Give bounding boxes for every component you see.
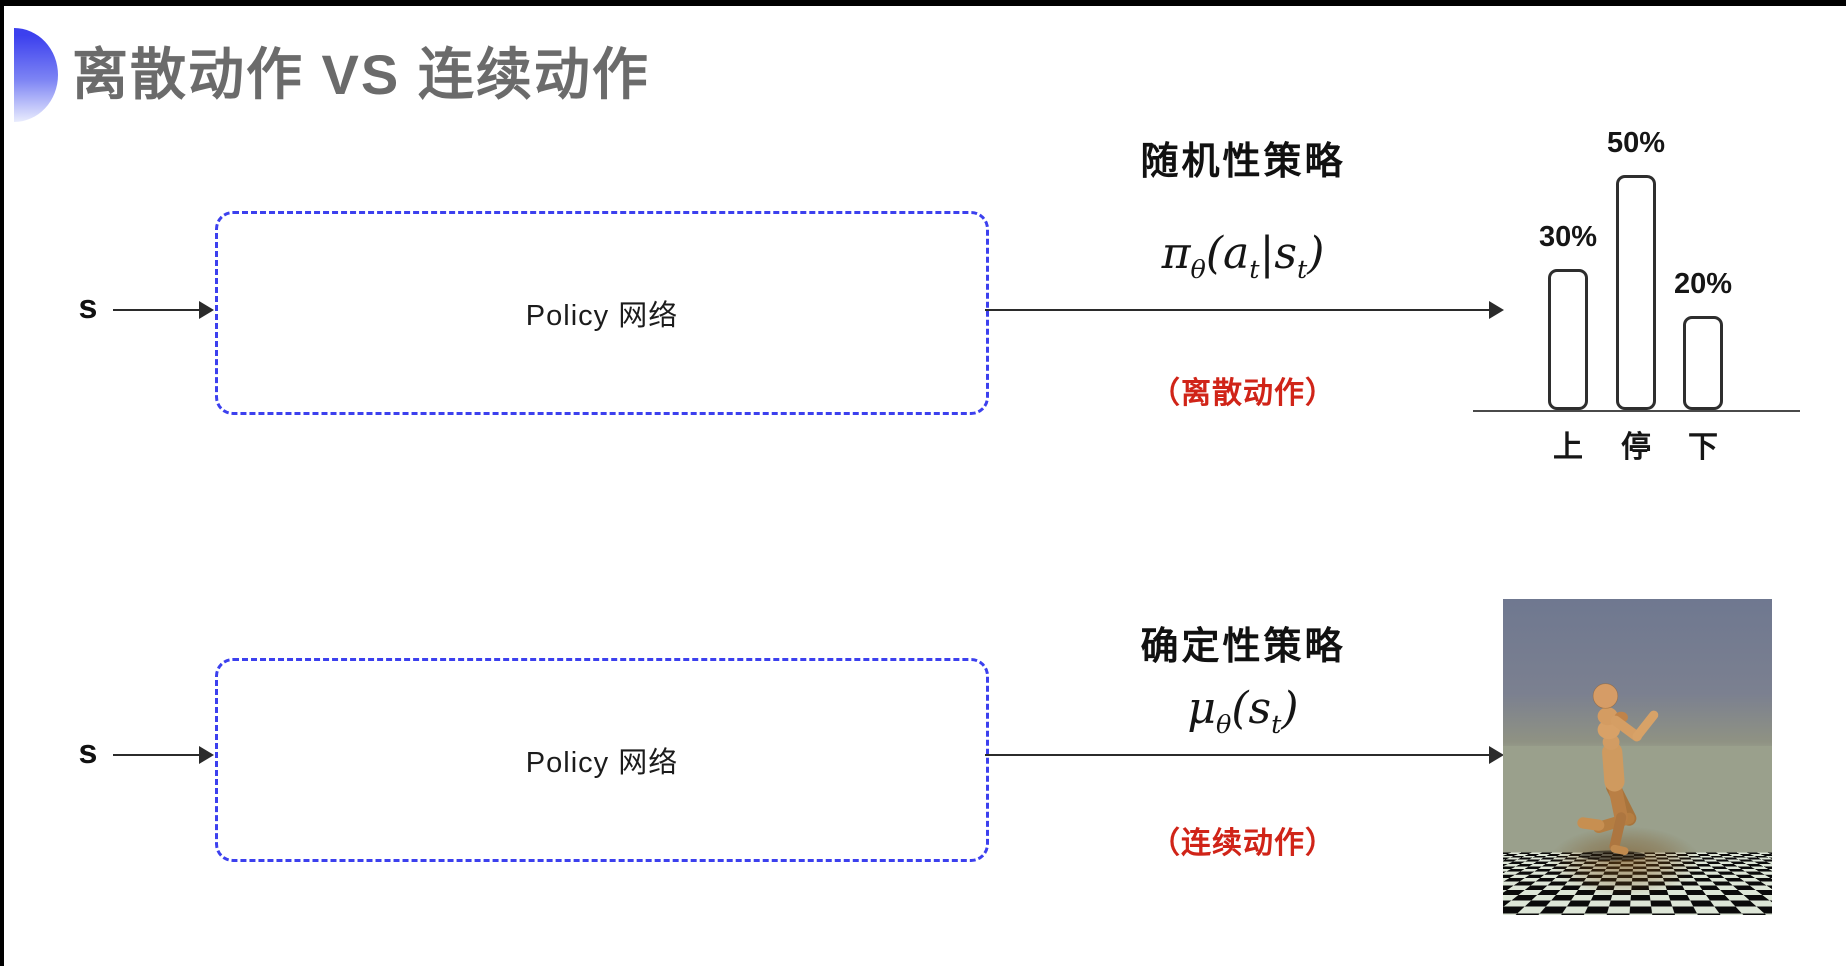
- policy-network-box-bottom: Policy 网络: [215, 658, 989, 862]
- discrete-action-note: （离散动作）: [1150, 377, 1336, 410]
- bar-value-label: 30%: [1538, 221, 1598, 253]
- bar-category-label: 下: [1688, 431, 1718, 464]
- probability-bar: [1548, 269, 1588, 410]
- bullet-crescent-icon: [14, 28, 58, 122]
- input-arrowhead-top: [199, 301, 214, 319]
- output-arrowhead-bottom: [1489, 746, 1504, 764]
- bar-value-label: 20%: [1673, 268, 1733, 300]
- stochastic-policy-title: 随机性策略: [1140, 141, 1346, 183]
- page-title: 离散动作 VS 连续动作: [72, 43, 650, 106]
- output-arrow-bottom: [985, 754, 1490, 756]
- policy-network-label-bottom: Policy 网络: [525, 747, 679, 779]
- bar-value-label: 50%: [1606, 127, 1666, 159]
- state-input-label-top: s: [78, 288, 98, 326]
- top-black-edge: [0, 0, 1846, 6]
- input-arrow-bottom: [113, 754, 201, 756]
- probability-bar: [1683, 316, 1723, 410]
- state-input-label-bottom: s: [78, 733, 98, 771]
- stochastic-policy-formula: πθ(at|st): [1161, 228, 1325, 285]
- deterministic-policy-annotation: 确定性策略 μθ(st) （连续动作）: [1053, 615, 1433, 865]
- policy-network-box-top: Policy 网络: [215, 211, 989, 415]
- bar-category-label: 停: [1621, 431, 1651, 464]
- output-arrow-top: [985, 309, 1490, 311]
- deterministic-policy-formula: μθ(st): [1187, 683, 1299, 740]
- scene-reflection: [1551, 826, 1700, 897]
- chart-baseline: [1473, 410, 1800, 412]
- probability-bar: [1616, 175, 1656, 410]
- humanoid-figure: [1577, 683, 1658, 861]
- scene-sky: [1503, 599, 1772, 751]
- left-black-edge: [0, 0, 4, 966]
- input-arrowhead-bottom: [199, 746, 214, 764]
- bar-category-label: 上: [1553, 431, 1583, 464]
- output-arrowhead-top: [1489, 301, 1504, 319]
- deterministic-policy-title: 确定性策略: [1140, 626, 1346, 668]
- continuous-action-note: （连续动作）: [1150, 827, 1336, 860]
- policy-network-label-top: Policy 网络: [525, 300, 679, 332]
- action-bar-chart: 30% 上 50% 停 20% 下: [1460, 100, 1830, 480]
- input-arrow-top: [113, 309, 201, 311]
- stochastic-policy-annotation: 随机性策略 πθ(at|st) （离散动作）: [1053, 130, 1433, 420]
- mujoco-humanoid-image: [1503, 599, 1772, 915]
